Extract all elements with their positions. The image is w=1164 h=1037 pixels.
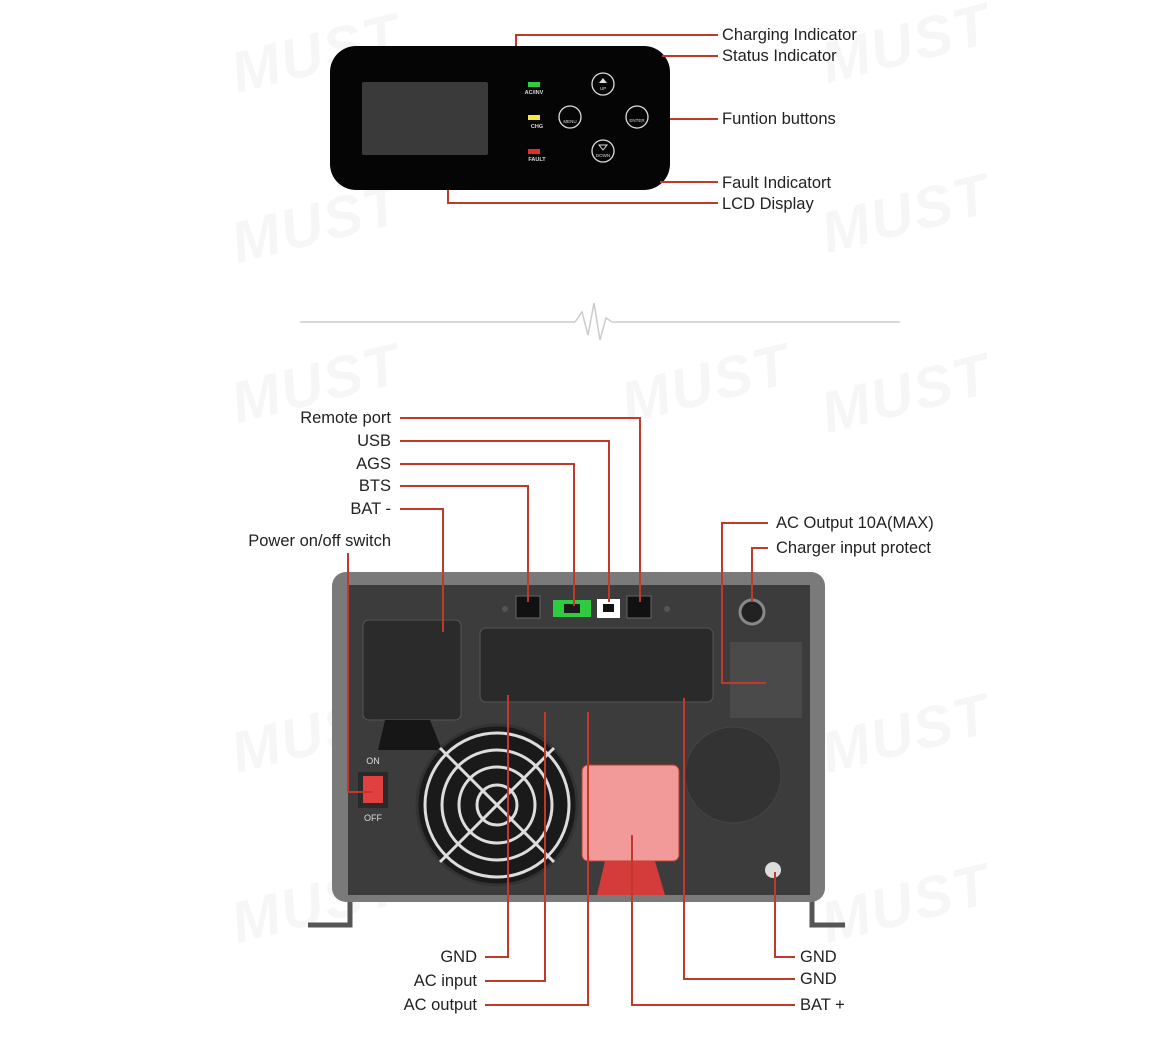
control-panel: AC/INV CHG FAULT UP MENU ENTER DOWN [330,46,670,190]
up-arrow-icon [599,78,607,83]
callout-ac-output-10a: AC Output 10A(MAX) [776,514,934,532]
charger-input-protect [738,598,766,626]
callout-gnd-right-1: GND [800,948,837,966]
inverter-rear-panel: ON OFF [308,572,845,928]
callout-ac-output: AC output [403,996,477,1014]
menu-button[interactable] [558,105,582,129]
callout-gnd-right-2: GND [800,970,837,988]
led-label-chg: CHG [531,124,543,130]
callout-charger-input-protect: Charger input protect [776,539,932,557]
down-button-label: DOWN [596,153,610,158]
led-fault [528,149,540,154]
switch-on-label: ON [366,756,380,766]
callout-usb: USB [357,432,391,450]
enter-button[interactable] [625,105,649,129]
callout-status-indicator: Status Indicator [722,47,837,65]
callout-lcd-display: LCD Display [722,195,814,213]
bat-plus-terminal [581,764,680,862]
callout-function-buttons: Funtion buttons [722,110,836,128]
rear-callout-lines [347,417,795,1006]
callout-bat-plus: BAT + [800,996,845,1014]
callout-remote-port: Remote port [300,409,391,427]
ground-screw [765,862,781,878]
callout-charging-indicator: Charging Indicator [722,26,857,44]
switch-off-label: OFF [364,813,382,823]
cooling-fan [415,723,579,887]
power-switch[interactable] [363,776,383,803]
enter-button-label: ENTER [629,118,645,123]
callout-ags: AGS [356,455,391,473]
led-chg [528,115,540,120]
callout-fault-indicator: Fault Indicatort [722,174,832,192]
callout-bts: BTS [358,477,391,495]
menu-button-label: MENU [563,119,576,124]
callout-ac-input: AC input [413,972,477,990]
down-button[interactable] [591,139,615,163]
bat-minus-terminal [362,619,462,721]
ac-output-socket [730,642,802,718]
led-label-ac-inv: AC/INV [525,90,544,96]
down-arrow-icon [597,144,609,151]
lcd-display [362,82,488,155]
section-divider [300,302,900,341]
led-label-fault: FAULT [528,157,546,163]
callout-power-switch: Power on/off switch [248,532,391,550]
led-ac-inv [528,82,540,87]
ac-terminal-cover [479,627,714,703]
up-button[interactable] [591,72,615,96]
callout-bat-minus: BAT - [350,500,391,518]
up-button-label: UP [600,86,606,91]
callout-gnd-left: GND [440,948,477,966]
panel-callout-lines [447,34,718,204]
